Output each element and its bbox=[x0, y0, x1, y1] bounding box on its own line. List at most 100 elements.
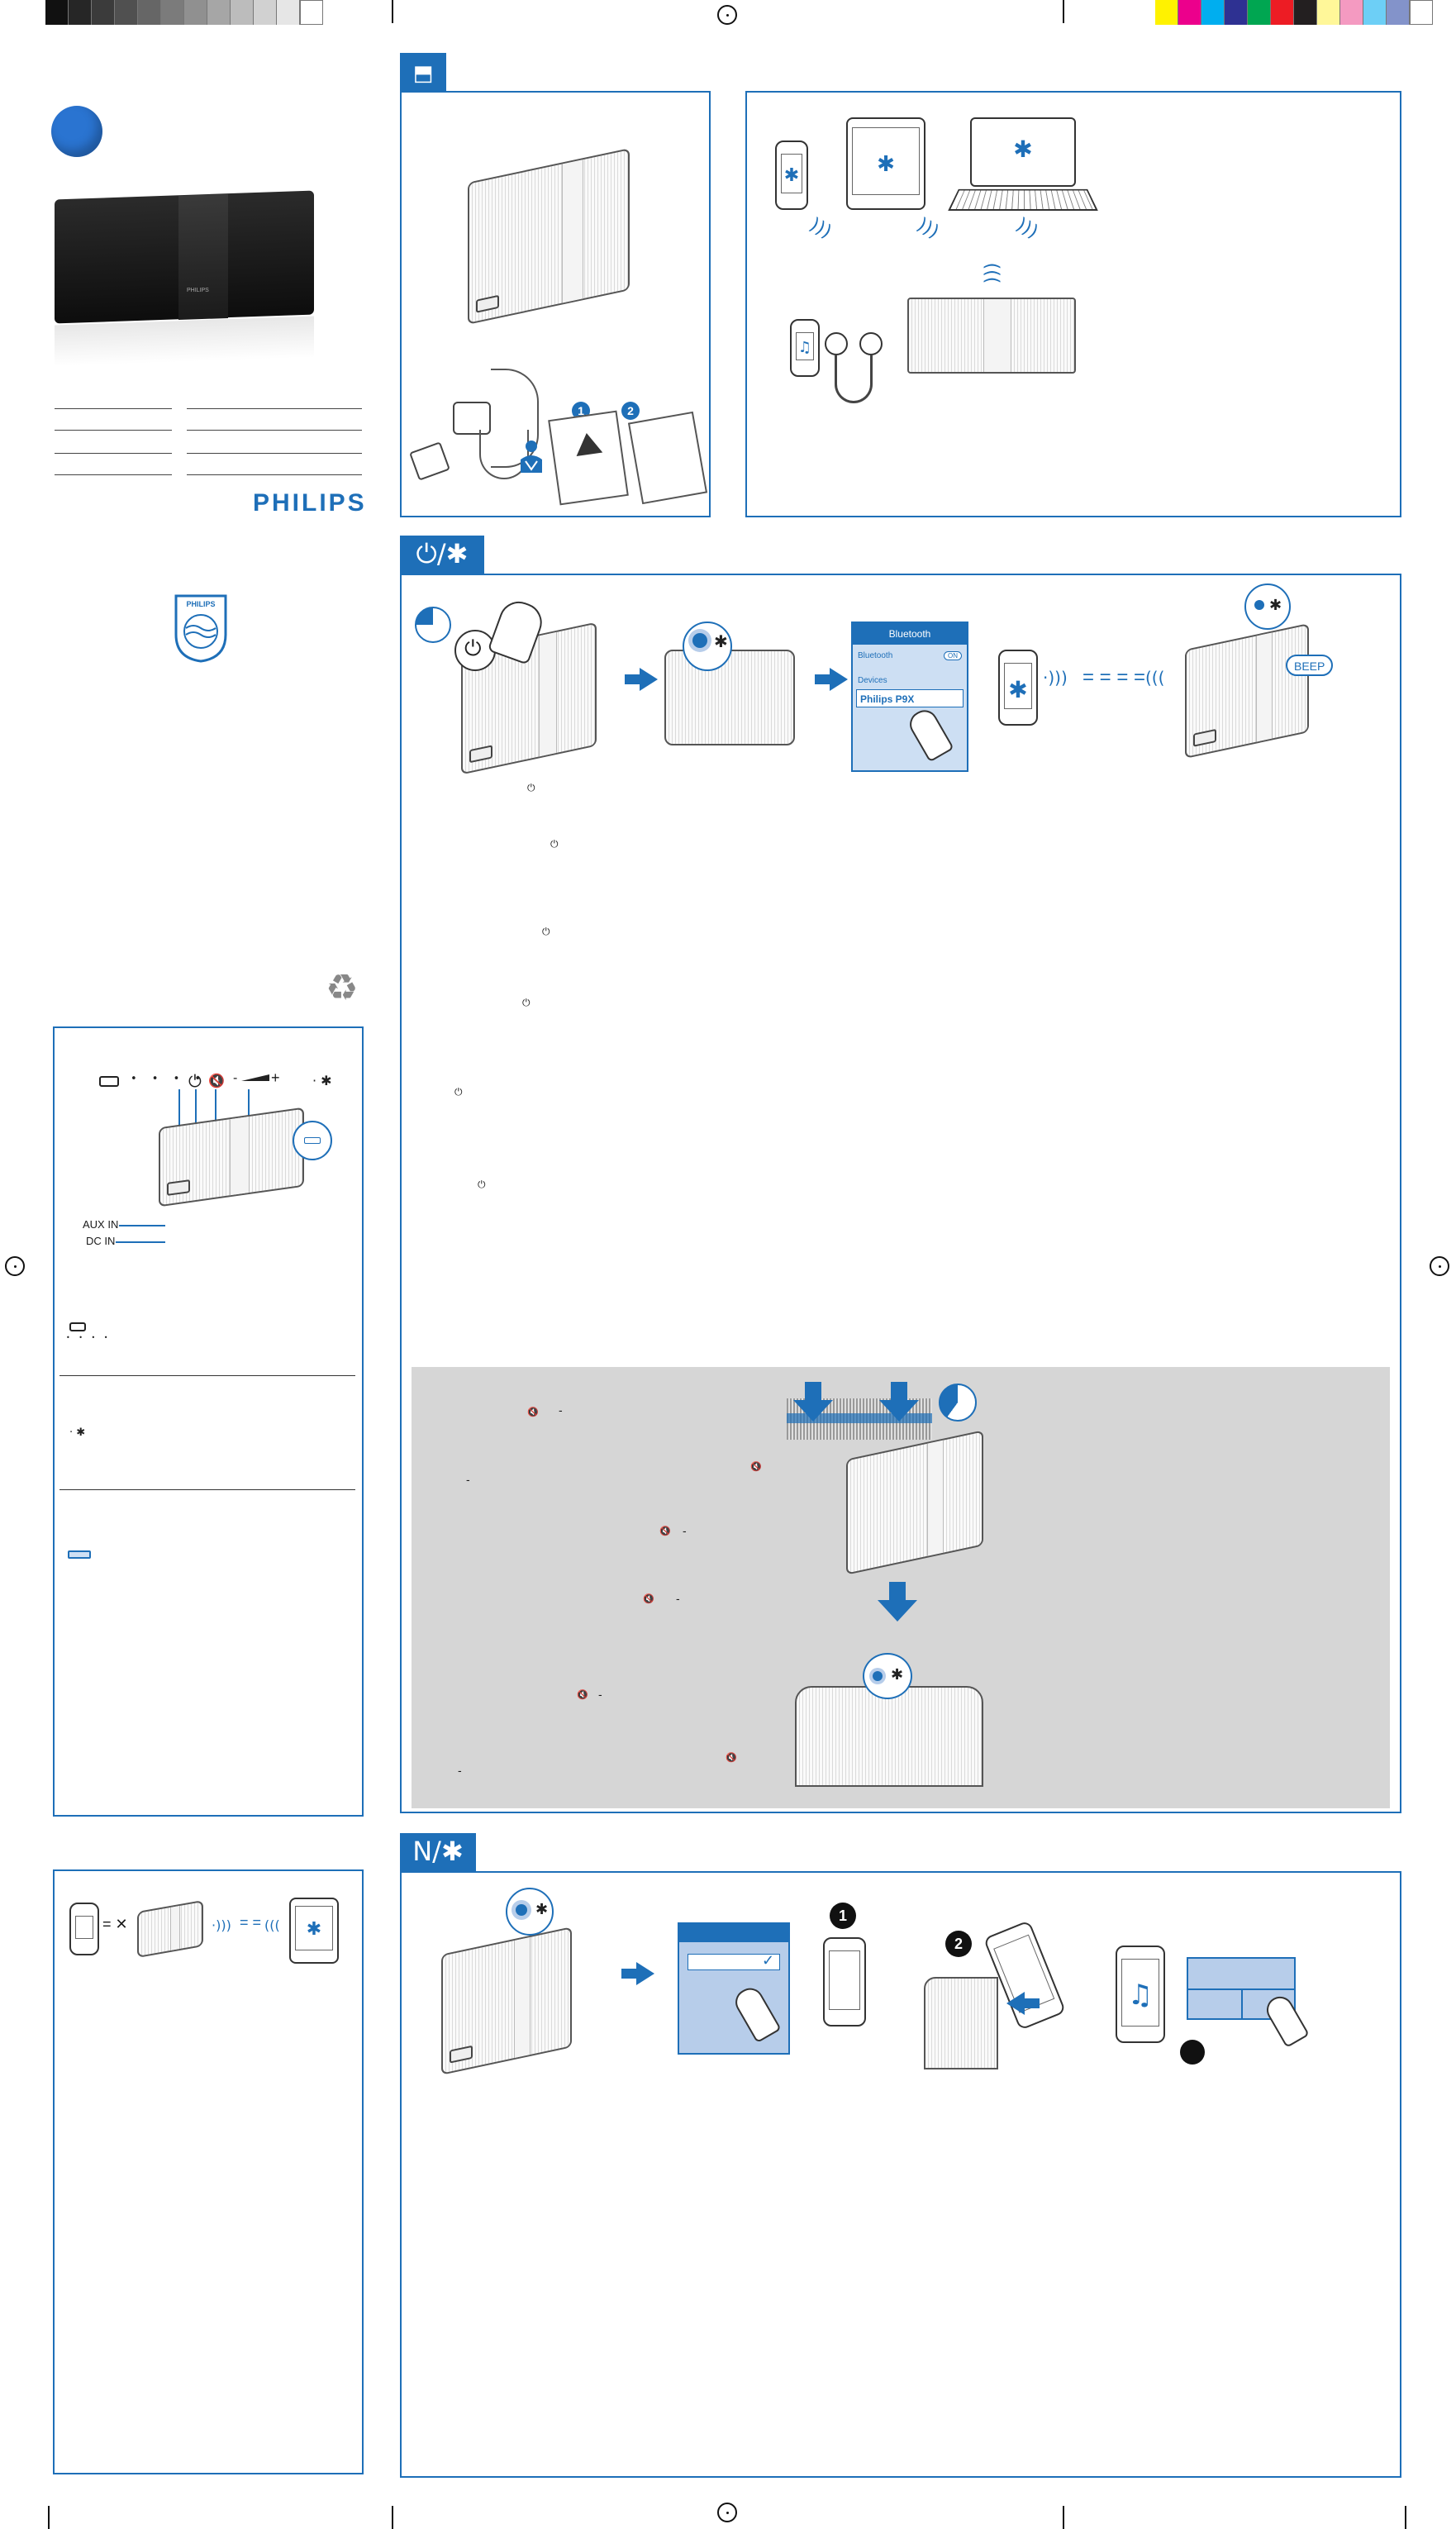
phone-illustration bbox=[823, 1937, 866, 2027]
section-rule bbox=[59, 1489, 355, 1490]
volume-plus: + bbox=[271, 1069, 280, 1086]
minus-glyph: - bbox=[676, 1592, 680, 1605]
bt-settings-screen: Bluetooth Bluetooth ON Devices Philips P… bbox=[851, 622, 968, 772]
power-bluetooth-header: ⏻/✱ bbox=[400, 536, 484, 574]
led-solid-icon bbox=[1254, 600, 1264, 610]
phone-music-illustration: ♫ bbox=[1116, 1946, 1165, 2043]
whats-in-box-header: ⬒ bbox=[400, 53, 446, 91]
bt-devices-label: Devices bbox=[858, 676, 887, 685]
callout-line bbox=[119, 1225, 165, 1226]
power-icon: ⏻ bbox=[464, 636, 482, 661]
philips-wordmark: PHILIPS bbox=[253, 489, 367, 517]
safety-leaflet-illustration bbox=[548, 410, 629, 506]
connection-link-icon: = = = = bbox=[1082, 666, 1146, 688]
volume-minus: - bbox=[233, 1071, 238, 1085]
swatch bbox=[138, 0, 161, 25]
next-step-arrow bbox=[621, 1962, 654, 1985]
swatch bbox=[1248, 0, 1271, 25]
section-rule bbox=[59, 1375, 355, 1376]
callout-line bbox=[178, 1089, 180, 1136]
cover-rule bbox=[187, 453, 362, 454]
bt-device-item[interactable]: Philips P9X bbox=[856, 689, 964, 707]
sound-waves-icon: ·))) bbox=[212, 1917, 231, 1933]
swatch bbox=[300, 0, 323, 25]
registration-mark-right bbox=[1430, 1256, 1449, 1276]
minus-glyph: - bbox=[466, 1473, 470, 1486]
led-flash-icon bbox=[873, 1671, 883, 1681]
nfc-callout-circle bbox=[293, 1121, 332, 1160]
swatch bbox=[1271, 0, 1294, 25]
power-icon: ⏻ bbox=[542, 926, 550, 937]
swatch bbox=[1363, 0, 1387, 25]
next-step-arrow bbox=[815, 668, 848, 691]
philips-shield-logo: PHILIPS bbox=[174, 593, 228, 663]
step-1-badge: 1 bbox=[830, 1903, 856, 1929]
swatch bbox=[1317, 0, 1340, 25]
power-icon: ⏻ bbox=[522, 997, 531, 1008]
svg-text:PHILIPS: PHILIPS bbox=[186, 600, 215, 608]
minus-glyph: - bbox=[458, 1764, 462, 1777]
bt-connected-callout bbox=[1244, 583, 1291, 630]
swatch bbox=[184, 0, 207, 25]
beep-callout: BEEP bbox=[1286, 655, 1334, 676]
finger-tap-illustration bbox=[730, 1983, 782, 2044]
swatch bbox=[1225, 0, 1248, 25]
aux-jack-icon bbox=[859, 332, 883, 355]
bluetooth-icon: ✱ bbox=[1269, 597, 1282, 614]
power-icon: ⏻ bbox=[550, 838, 559, 850]
bluetooth-icon: ✱ bbox=[783, 165, 800, 186]
registration-mark-top bbox=[717, 5, 737, 25]
bluetooth-icon: ✱ bbox=[1008, 676, 1028, 703]
bt-indicator-callout bbox=[683, 622, 732, 671]
swatch bbox=[231, 0, 254, 25]
speaker-nfc-tap bbox=[924, 1977, 998, 2069]
phone-illustration bbox=[69, 1903, 99, 1955]
step-2-badge: 2 bbox=[945, 1931, 972, 1957]
mute-icon: 🔇 bbox=[750, 1461, 762, 1472]
bluetooth-icon: ✱ bbox=[714, 631, 728, 651]
callout-line bbox=[215, 1089, 216, 1129]
nfc-bluetooth-header: N/✱ bbox=[400, 1833, 476, 1871]
press-arrow bbox=[879, 1382, 919, 1422]
bluetooth-icon: ✱ bbox=[891, 1666, 904, 1684]
minus-glyph: - bbox=[598, 1688, 602, 1701]
cover-rule bbox=[187, 474, 362, 475]
crop-mark bbox=[392, 0, 393, 23]
nfc-tag-icon bbox=[68, 1550, 91, 1559]
pairing-link-icon: = = bbox=[240, 1914, 262, 1931]
crop-mark bbox=[1063, 0, 1064, 23]
cover-rule bbox=[55, 408, 172, 409]
laptop-illustration: ✱ bbox=[970, 117, 1076, 187]
bt-toggle-row[interactable]: Bluetooth ON bbox=[856, 651, 964, 664]
blocked-connection-icon: = ✕ bbox=[102, 1916, 128, 1932]
nfc-enable-row[interactable] bbox=[688, 1954, 780, 1970]
crop-mark bbox=[48, 2506, 50, 2529]
swatch bbox=[1294, 0, 1317, 25]
led-flash-icon bbox=[516, 1904, 527, 1916]
swatch bbox=[1410, 0, 1433, 25]
callout-line bbox=[116, 1241, 165, 1243]
aux-jack-icon bbox=[825, 332, 848, 355]
cover-rule bbox=[55, 453, 172, 454]
sound-waves-icon: ((( bbox=[1145, 668, 1165, 688]
bt-toggle-switch[interactable]: ON bbox=[944, 651, 962, 660]
power-adapter-illustration bbox=[453, 402, 491, 435]
swatch bbox=[207, 0, 231, 25]
adapter-cable bbox=[479, 430, 529, 479]
next-step-arrow-down bbox=[878, 1582, 917, 1622]
nfc-settings-screen: ✓ bbox=[678, 1922, 790, 2055]
mute-icon: 🔇 bbox=[659, 1526, 671, 1536]
music-player-illustration: ♫ bbox=[790, 319, 820, 377]
speaker-bt-flashing bbox=[664, 650, 795, 745]
tablet-illustration: ✱ bbox=[846, 117, 925, 210]
music-note-icon: ♫ bbox=[1127, 1979, 1154, 2012]
crop-mark bbox=[1405, 2506, 1406, 2529]
bluetooth-icon: ✱ bbox=[535, 1901, 549, 1918]
power-icon: ⏻ bbox=[454, 1086, 463, 1098]
next-step-arrow bbox=[625, 668, 658, 691]
bluetooth-icon: · ✱ bbox=[69, 1426, 86, 1439]
swatch bbox=[1178, 0, 1201, 25]
cover-rule bbox=[187, 408, 362, 409]
step-2-badge: 2 bbox=[621, 402, 640, 420]
step-3-dot bbox=[1180, 2040, 1205, 2065]
